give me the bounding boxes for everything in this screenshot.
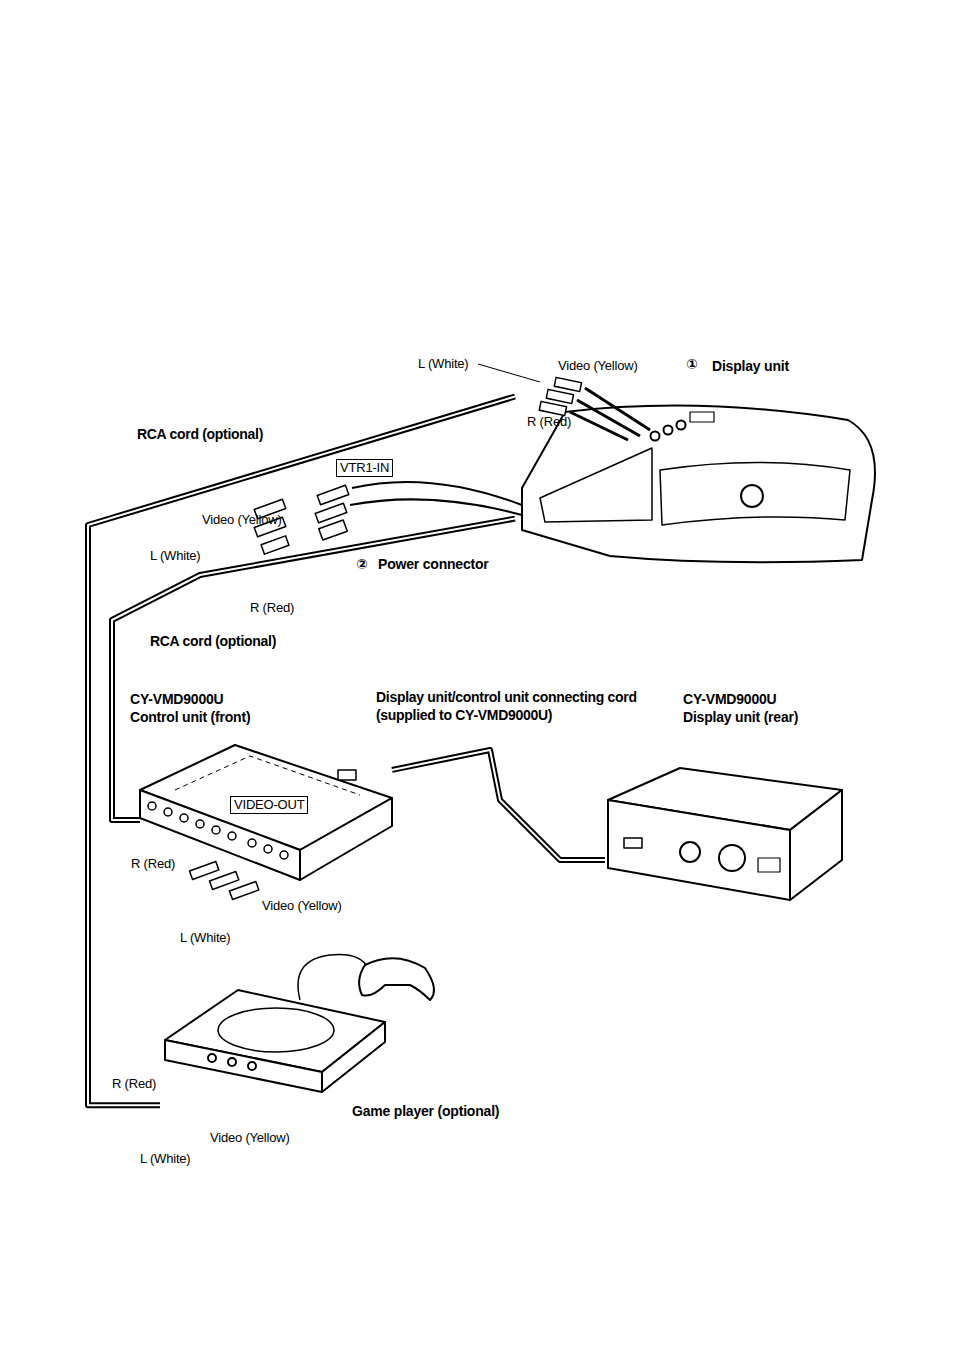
device-node: CY-VMD9000U Display unit (rear) xyxy=(605,762,843,902)
controller xyxy=(359,958,434,1000)
cable-label: R (Red) xyxy=(131,856,175,872)
cord-label: RCA cord (optional) xyxy=(150,632,320,650)
cable-label: R (Red) xyxy=(527,414,571,430)
display-rear-knob xyxy=(719,845,745,871)
cable-label: Video (Yellow) xyxy=(558,358,638,374)
device-heading: Game player (optional) xyxy=(352,1102,572,1120)
display-unit-recess xyxy=(660,463,850,526)
jack xyxy=(248,1062,256,1070)
port-label: VTR1-IN xyxy=(336,459,393,477)
rca-plugs-control xyxy=(189,861,258,899)
device-node: Display unit xyxy=(515,378,875,563)
cable-label: L (White) xyxy=(150,548,200,564)
port-label: VIDEO-OUT xyxy=(230,796,308,814)
controller-cord xyxy=(298,955,368,1000)
device-node: Game player (optional) xyxy=(160,985,388,1113)
callout-label: Power connector xyxy=(378,556,489,572)
control-unit-outline xyxy=(175,756,360,795)
cable-label: Video (Yellow) xyxy=(210,1130,290,1146)
control-unit-side xyxy=(300,798,392,880)
control-unit-connector xyxy=(338,770,356,780)
jack xyxy=(651,432,660,441)
device-heading: CY-VMD9000U Control unit (front) xyxy=(130,690,265,726)
rca-cord xyxy=(112,519,515,820)
callout-label: ② xyxy=(356,556,368,572)
cord-label: Display unit/control unit connecting cor… xyxy=(376,688,676,724)
cord-core xyxy=(392,750,605,860)
display-rear-terminal xyxy=(758,858,780,872)
cable-label: Video (Yellow) xyxy=(262,898,342,914)
display-unit-button xyxy=(741,485,763,507)
cord-core xyxy=(88,397,515,1106)
display-unit-panel xyxy=(540,448,652,522)
device-heading: CY-VMD9000U Display unit (rear) xyxy=(683,690,823,726)
callout-label: ① xyxy=(686,356,698,372)
device-heading: Display unit xyxy=(712,357,862,375)
cord-outline xyxy=(88,397,515,1106)
display-rear-front xyxy=(608,800,790,900)
display-rear-side xyxy=(790,790,842,900)
jack xyxy=(228,1058,236,1066)
jack xyxy=(677,421,686,430)
jack-plate xyxy=(690,412,714,422)
cable-label: R (Red) xyxy=(250,600,294,616)
display-rear-knob xyxy=(680,842,700,862)
jack xyxy=(664,426,673,435)
display-unit-body xyxy=(522,406,875,563)
rca-cord xyxy=(392,750,605,860)
cable-label: L (White) xyxy=(180,930,230,946)
rca-cord xyxy=(88,397,515,1106)
cable-label: L (White) xyxy=(418,356,468,372)
jack xyxy=(208,1054,216,1062)
cable-label: L (White) xyxy=(140,1151,190,1167)
cord-outline xyxy=(112,519,515,820)
cord-core xyxy=(112,519,515,820)
display-rear-socket xyxy=(624,838,642,848)
cord-label: RCA cord (optional) xyxy=(137,425,307,443)
cord-outline xyxy=(392,750,605,860)
cable-label: Video (Yellow) xyxy=(202,512,282,528)
game-player-lid xyxy=(218,1008,334,1052)
cable-label: R (Red) xyxy=(112,1076,156,1092)
